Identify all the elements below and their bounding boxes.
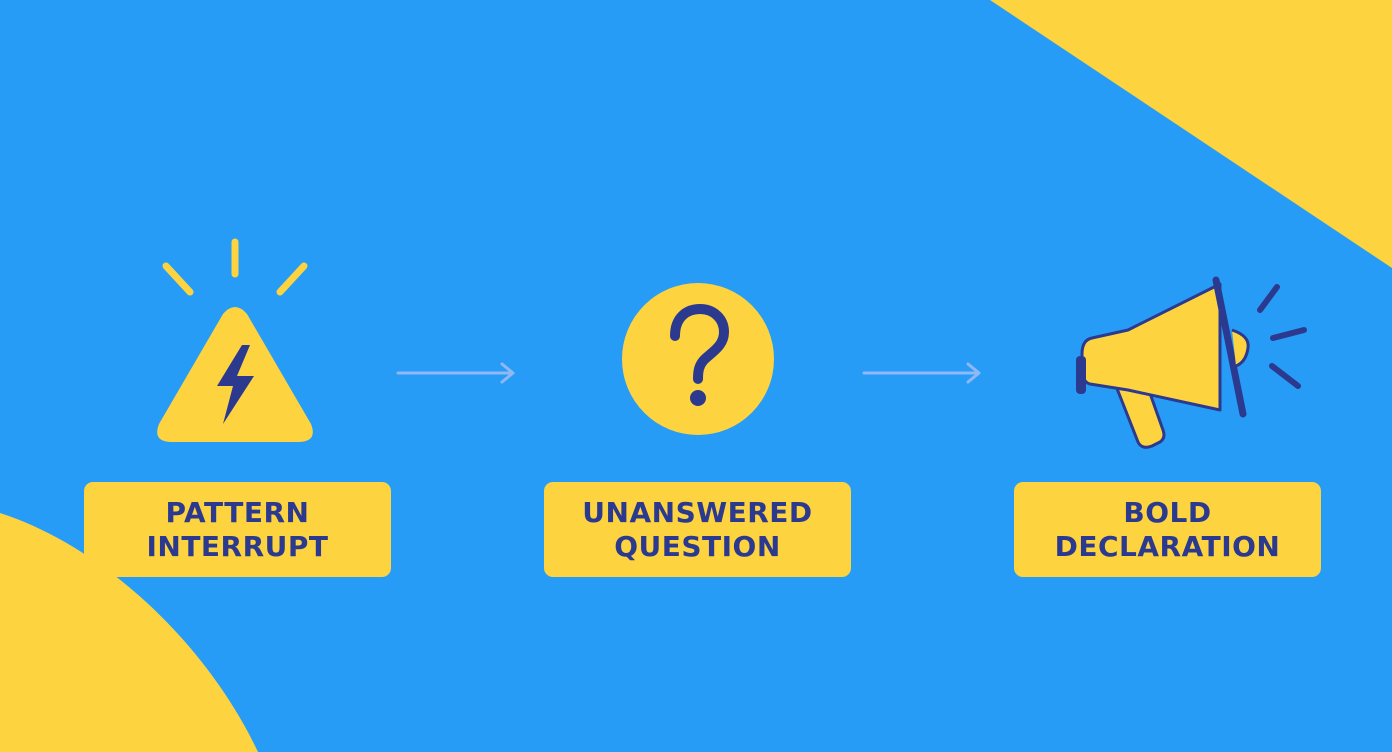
step-label-pattern-interrupt: PATTERN INTERRUPT [84, 482, 391, 577]
bottom-left-corner-shape [0, 513, 258, 752]
step-label-line-1: PATTERN [165, 495, 310, 529]
sound-wave-top [1257, 284, 1280, 313]
lightning-warning-icon [157, 238, 313, 442]
step-label-line-1: UNANSWERED [582, 495, 813, 529]
lightning-bolt [217, 345, 254, 424]
megaphone-bell [1080, 282, 1222, 412]
step-label-bold-declaration: BOLD DECLARATION [1014, 482, 1321, 577]
burst-ray-right [276, 262, 308, 296]
top-right-corner-shape [990, 0, 1392, 268]
megaphone-handle [1114, 380, 1166, 449]
step-label-unanswered-question: UNANSWERED QUESTION [544, 482, 851, 577]
question-circle [622, 283, 774, 435]
flow-arrow-2 [862, 362, 981, 384]
megaphone-rim [1212, 276, 1247, 418]
megaphone-icon [1076, 276, 1307, 449]
burst-ray-left [162, 262, 194, 296]
flow-arrow-1 [396, 362, 515, 384]
step-label-line-2: QUESTION [614, 529, 781, 563]
question-hook [670, 303, 730, 384]
sound-wave-bottom [1269, 363, 1301, 389]
megaphone-mouth [1231, 328, 1250, 368]
question-mark-icon [622, 283, 774, 435]
sound-wave-middle [1270, 327, 1307, 341]
step-label-line-1: BOLD [1123, 495, 1212, 529]
step-label-line-2: INTERRUPT [146, 529, 329, 563]
step-label-line-2: DECLARATION [1054, 529, 1281, 563]
megaphone-back-cap [1076, 356, 1086, 394]
question-dot [690, 390, 706, 406]
